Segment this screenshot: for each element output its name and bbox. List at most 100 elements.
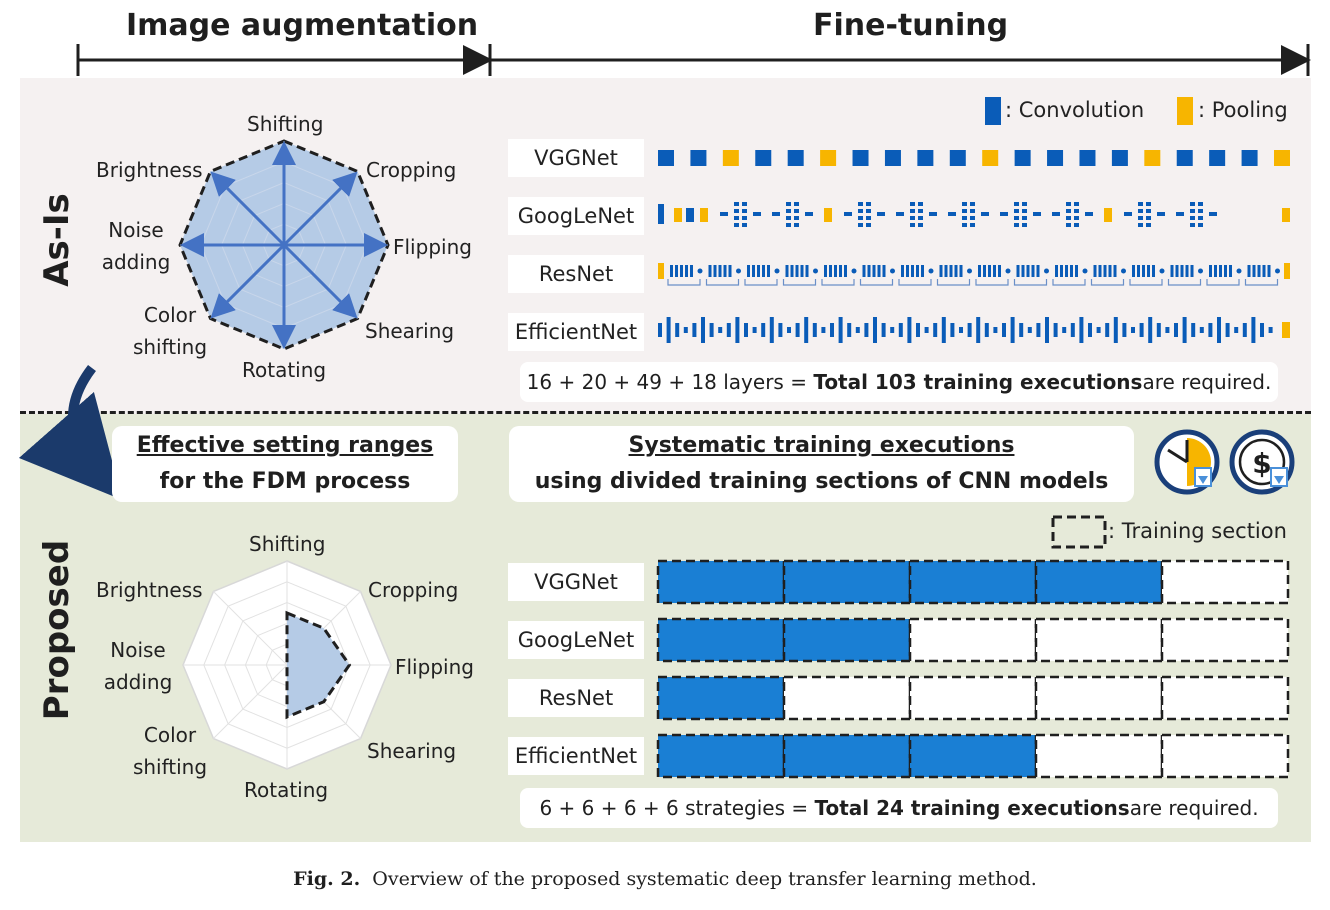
conv-layer — [1198, 209, 1203, 213]
conv-layer — [858, 223, 863, 227]
conv-layer — [962, 223, 967, 227]
section-label-asis: As-Is — [37, 193, 77, 287]
skip-connection — [744, 279, 778, 286]
conv-layer — [708, 265, 712, 277]
systematic-training-title: Systematic training executions — [628, 433, 1015, 458]
asis-label-shifting: Shifting — [247, 112, 324, 136]
conv-layer — [906, 265, 909, 277]
conv-layer — [1147, 265, 1150, 277]
conv-layer — [847, 323, 852, 337]
conv-layer — [794, 209, 799, 213]
conv-layer — [824, 265, 827, 277]
conv-layer — [901, 265, 904, 277]
conv-layer — [1079, 150, 1096, 166]
conv-layer — [984, 323, 989, 337]
pool-layer — [824, 208, 832, 222]
conv-layer — [690, 150, 707, 166]
effective-setting-subtitle: for the FDM process — [159, 469, 411, 494]
conv-layer — [1180, 265, 1184, 277]
conv-layer — [686, 208, 694, 222]
conv-layer — [795, 323, 800, 337]
conv-layer — [1185, 265, 1189, 277]
proposed-summary: 6 + 6 + 6 + 6 strategies = Total 24 trai… — [520, 788, 1278, 828]
conv-layer — [1022, 223, 1027, 227]
conv-layer — [1148, 317, 1153, 343]
conv-layer — [812, 323, 817, 337]
section-divider — [20, 411, 1311, 414]
conv-layer — [866, 209, 871, 213]
asis-label-rotating: Rotating — [242, 358, 327, 382]
residual-node — [813, 268, 818, 274]
conv-layer — [916, 265, 919, 277]
conv-layer — [794, 202, 799, 206]
conv-layer — [1152, 265, 1155, 277]
conv-layer — [761, 323, 766, 337]
conv-layer — [967, 323, 972, 337]
conv-layer — [962, 202, 967, 206]
asis-summary-suffix: are required. — [1142, 370, 1272, 394]
conv-layer — [877, 212, 885, 216]
conv-layer — [1170, 265, 1174, 277]
caption-label: Fig. 2. — [293, 868, 361, 890]
conv-layer — [896, 212, 904, 216]
skip-connection — [859, 279, 894, 286]
conv-layer — [1113, 265, 1117, 277]
skip-connection — [1129, 279, 1163, 286]
conv-layer — [1182, 317, 1187, 343]
conv-layer — [1190, 223, 1195, 227]
conv-layer — [742, 216, 747, 220]
conv-layer — [924, 327, 929, 333]
conv-layer — [1122, 323, 1127, 337]
conv-layer — [877, 265, 881, 277]
conv-layer — [1242, 323, 1247, 337]
conv-layer — [911, 265, 914, 277]
header-range-lines — [76, 44, 1311, 76]
skip-connection — [705, 279, 740, 286]
pool-layer — [1144, 150, 1161, 166]
conv-layer — [1138, 209, 1143, 213]
conv-layer — [1062, 327, 1067, 333]
conv-layer — [907, 317, 912, 343]
asis-label-brightness: Brightness — [96, 158, 203, 182]
pool-layer — [658, 263, 664, 279]
conv-layer — [1065, 265, 1068, 277]
training-section-filled — [1034, 559, 1164, 605]
conv-layer — [929, 212, 937, 216]
training-section-empty — [1160, 617, 1290, 663]
legend-training-section-swatch — [1051, 515, 1107, 549]
conv-layer — [787, 327, 791, 333]
conv-layer — [1014, 150, 1031, 166]
conv-layer — [670, 265, 673, 277]
pool-layer — [1104, 208, 1112, 222]
conv-layer — [769, 317, 774, 343]
caption-text: Overview of the proposed systematic deep… — [372, 868, 1037, 890]
conv-layer — [1139, 323, 1144, 337]
conv-layer — [790, 265, 794, 277]
skip-connection — [936, 279, 971, 286]
conv-layer — [1045, 317, 1049, 343]
conv-layer — [949, 150, 966, 166]
conv-layer — [959, 265, 963, 277]
conv-layer — [834, 265, 837, 277]
proposed-label-brightness: Brightness — [96, 578, 203, 602]
conv-layer — [800, 265, 804, 277]
conv-layer — [772, 212, 780, 216]
conv-layer — [723, 265, 727, 277]
training-section-empty — [1160, 559, 1290, 605]
conv-layer — [1066, 223, 1071, 227]
conv-layer — [1113, 317, 1118, 343]
conv-layer — [726, 323, 731, 337]
conv-layer — [1241, 150, 1258, 166]
conv-layer — [755, 150, 772, 166]
conv-layer — [898, 323, 903, 337]
conv-layer — [744, 323, 748, 337]
conv-layer — [858, 216, 863, 220]
conv-layer — [1142, 265, 1145, 277]
conv-layer — [873, 317, 877, 343]
conv-layer — [742, 223, 747, 227]
conv-layer — [1138, 223, 1143, 227]
residual-node — [1236, 268, 1242, 274]
proposed-label-shearing: Shearing — [367, 739, 457, 763]
conv-layer — [1157, 212, 1165, 216]
